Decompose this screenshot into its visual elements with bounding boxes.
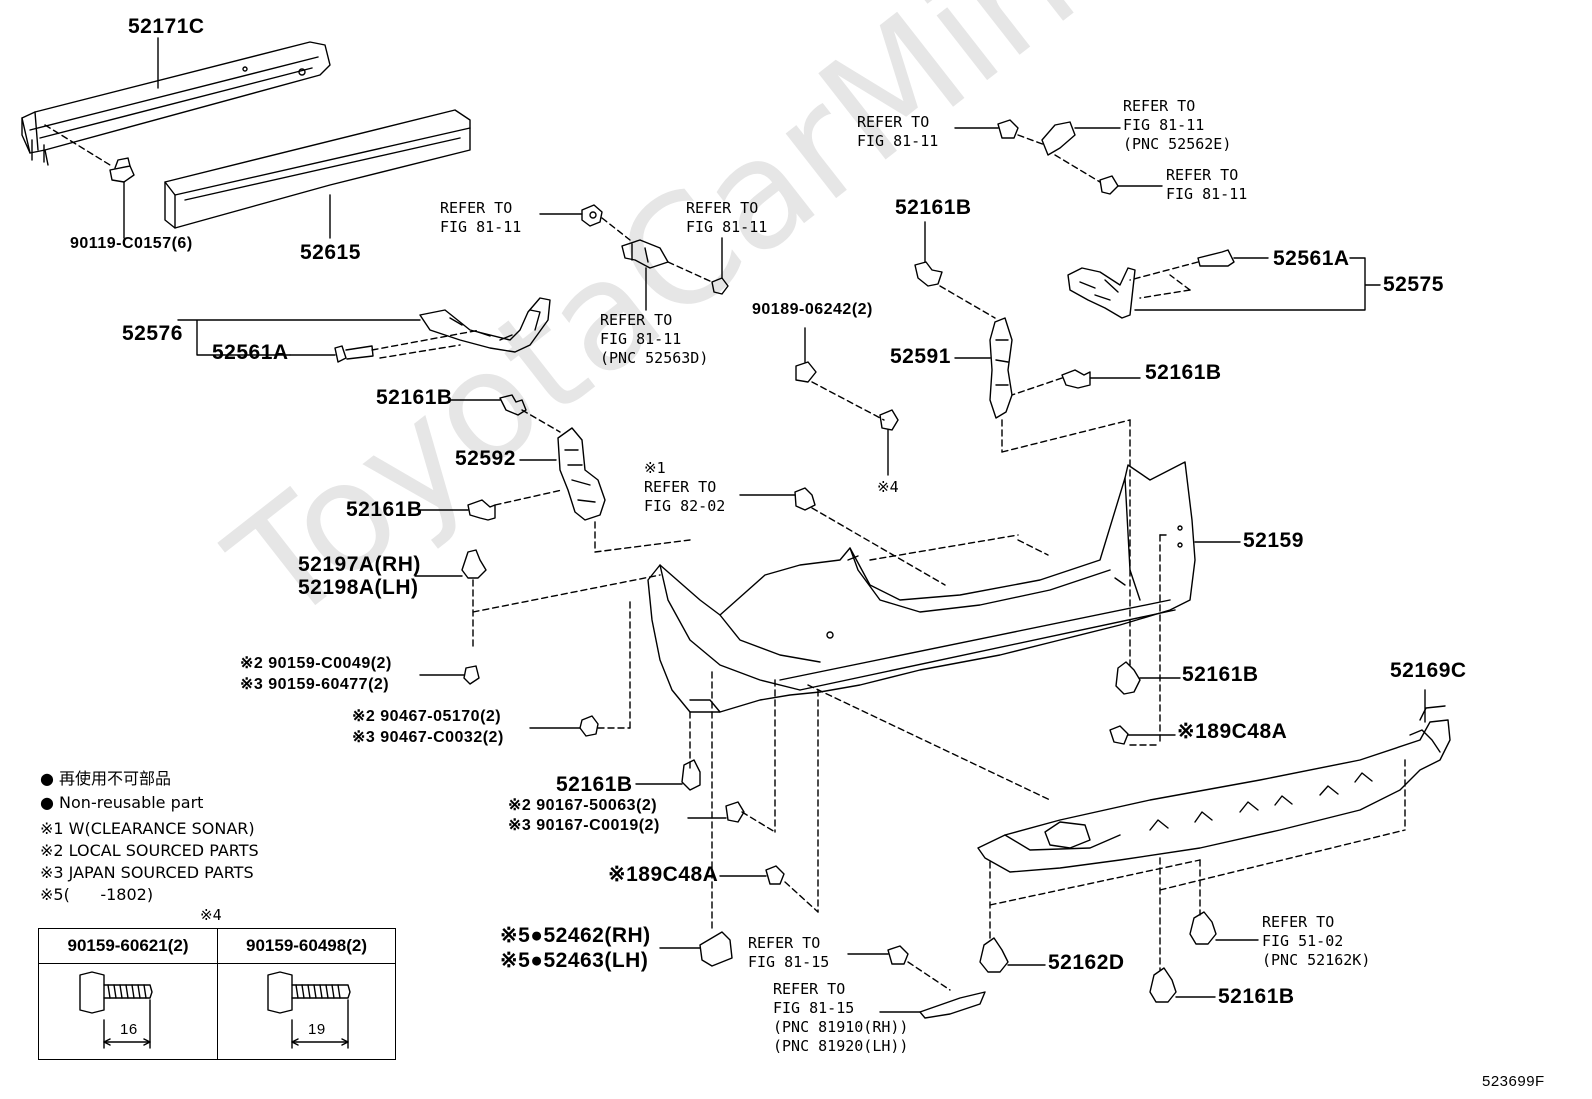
- clip-52161B-b: [467, 499, 496, 521]
- fastener-table: 90159-60621(2) 90159-60498(2): [38, 928, 396, 1060]
- refer-fig-81-15-b: REFER TO FIG 81-15 (PNC 81910(RH)) (PNC …: [773, 980, 909, 1055]
- label-52161B-top: 52161B: [895, 196, 972, 219]
- label-52592: 52592: [455, 447, 516, 470]
- note-2: ※2 LOCAL SOURCED PARTS: [40, 841, 259, 860]
- nut-refer-d: [997, 119, 1019, 139]
- clip-52161B-right: [1061, 369, 1091, 389]
- label-52561A-left: 52561A: [212, 341, 289, 364]
- bracket-52575: [1067, 267, 1136, 319]
- refer-fig-81-11-a: REFER TO FIG 81-11: [440, 199, 522, 236]
- side-bracket-52591: [989, 317, 1013, 419]
- retainer-52563D: [621, 239, 669, 269]
- label-90467-C0032: ※3 90467-C0032(2): [352, 729, 504, 746]
- figure-id: 523699F: [1482, 1073, 1545, 1090]
- side-bracket-52592: [557, 427, 606, 521]
- refer-fig-81-11-f: REFER TO FIG 81-11: [1166, 166, 1248, 203]
- screw-90159-60621-drawing: [79, 971, 153, 1049]
- bolt-52561A-left: [334, 345, 374, 363]
- label-52171C: 52171C: [128, 15, 205, 38]
- refer-fig-51-02: REFER TO FIG 51-02 (PNC 52162K): [1262, 913, 1371, 969]
- screw-90167: [725, 801, 745, 823]
- clip-52161B-c: [681, 759, 701, 791]
- screw-star4: [879, 409, 899, 431]
- retainer-52562E: [1041, 121, 1076, 156]
- label-52591: 52591: [890, 345, 951, 368]
- note-1: ※1 W(CLEARANCE SONAR): [40, 819, 255, 838]
- table-col1: 90159-60621(2): [39, 929, 217, 964]
- refer-fig-82-02: ※1 REFER TO FIG 82-02: [644, 459, 726, 515]
- nut-90189: [795, 361, 817, 383]
- refer-fig-81-11-b: REFER TO FIG 81-11: [686, 199, 768, 236]
- label-89C48A-left: ※189C48A: [608, 863, 719, 886]
- label-52162D: 52162D: [1048, 951, 1125, 974]
- label-52161B-bottom: 52161B: [1218, 985, 1295, 1008]
- label-90189: 90189-06242(2): [752, 301, 873, 318]
- refer-fig-81-15-a: REFER TO FIG 81-15: [748, 934, 830, 971]
- label-52462: ※5●52462(RH): [500, 924, 651, 947]
- nut-89C48A-left: [765, 865, 785, 885]
- sonar-bracket: [794, 487, 816, 511]
- refer-fig-81-11-e: REFER TO FIG 81-11 (PNC 52562E): [1123, 97, 1232, 153]
- table-title: ※4: [200, 906, 222, 924]
- under-cover-52169C: [977, 705, 1451, 873]
- clip-52161B-mid: [1115, 661, 1141, 695]
- refer-fig-81-11-c: REFER TO FIG 81-11 (PNC 52563D): [600, 311, 709, 367]
- label-52615: 52615: [300, 241, 361, 264]
- label-star4: ※4: [877, 478, 899, 496]
- clip-52161B-bottom: [1149, 967, 1177, 1003]
- nut-refer-h: [887, 945, 909, 965]
- table-divider: [217, 929, 218, 1059]
- note-3: ※3 JAPAN SOURCED PARTS: [40, 863, 254, 882]
- label-52576: 52576: [122, 322, 183, 345]
- reflector-81910: [919, 991, 986, 1019]
- label-52161B-mid: 52161B: [1182, 663, 1259, 686]
- label-90167-50063: ※2 90167-50063(2): [508, 797, 658, 814]
- label-90467-05170: ※2 90467-05170(2): [352, 708, 502, 725]
- bolt-refer-f: [1099, 175, 1119, 195]
- table-dim1: 16: [120, 1021, 138, 1038]
- label-52197A: 52197A(RH): [298, 553, 421, 576]
- label-52169C: 52169C: [1390, 659, 1467, 682]
- label-52161B-c: 52161B: [556, 773, 633, 796]
- refer-fig-81-11-d: REFER TO FIG 81-11: [857, 113, 939, 150]
- screw-90159-60498-drawing: [267, 971, 351, 1049]
- clip-52162K: [1189, 911, 1217, 945]
- bolt-90119: [109, 157, 135, 183]
- cap-52462: [699, 931, 733, 967]
- rivet-90467: [579, 715, 599, 737]
- table-dim2: 19: [308, 1021, 326, 1038]
- bracket-52576: [419, 297, 551, 353]
- note-non-reusable-jp: ● 再使用不可部品: [40, 769, 172, 788]
- note-5: ※5( -1802): [40, 885, 154, 904]
- label-52561A-right: 52561A: [1273, 247, 1350, 270]
- label-52161B-a: 52161B: [376, 386, 453, 409]
- nut-89C48A-right: [1109, 725, 1129, 745]
- label-52161B-right: 52161B: [1145, 361, 1222, 384]
- nut-refer-a: [581, 204, 603, 227]
- screw-90159: [463, 665, 480, 685]
- label-52198A: 52198A(LH): [298, 576, 419, 599]
- note-non-reusable-en: ● Non-reusable part: [40, 793, 204, 812]
- energy-absorber-52615: [164, 109, 471, 229]
- bolt-52561A-right: [1197, 249, 1235, 267]
- clip-52161B-a: [499, 394, 527, 416]
- label-90119: 90119-C0157(6): [70, 235, 193, 252]
- label-90159-60477: ※3 90159-60477(2): [240, 676, 390, 693]
- clip-52162D: [979, 937, 1009, 973]
- label-52159: 52159: [1243, 529, 1304, 552]
- table-col2: 90159-60498(2): [218, 929, 395, 964]
- clip-52161B-top: [914, 261, 943, 287]
- bumper-cover-52159: [647, 461, 1196, 713]
- label-90167-C0019: ※3 90167-C0019(2): [508, 817, 660, 834]
- label-90159-C0049: ※2 90159-C0049(2): [240, 655, 392, 672]
- label-52463: ※5●52463(LH): [500, 949, 649, 972]
- clip-52197A: [461, 549, 487, 579]
- label-89C48A-right: ※189C48A: [1177, 720, 1288, 743]
- label-52575: 52575: [1383, 273, 1444, 296]
- bumper-reinforcement-52171C: [21, 41, 331, 166]
- bolt-refer-b: [711, 277, 729, 295]
- label-52161B-b: 52161B: [346, 498, 423, 521]
